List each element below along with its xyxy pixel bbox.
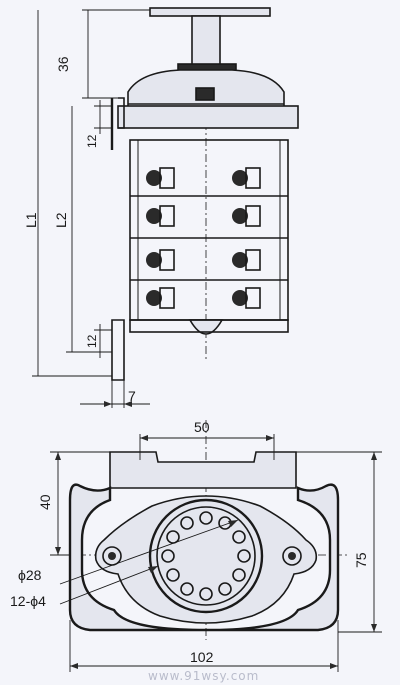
dim-L2-label: L2: [53, 212, 69, 228]
dim-holes-spec-label: 12-ϕ4: [10, 593, 46, 609]
leader-lines: [59, 519, 239, 605]
dim-overall-width: 102: [69, 620, 339, 672]
dim-75-label: 75: [353, 552, 369, 568]
dim-102-label: 102: [190, 649, 214, 665]
hole: [199, 511, 213, 525]
watermark-text: www.91wsy.com: [148, 669, 259, 683]
hole: [180, 516, 194, 530]
dim-base-height: 40: [37, 451, 110, 556]
handle-bar: [149, 7, 271, 17]
hole: [232, 568, 246, 582]
bracket-top: [118, 97, 125, 129]
inner-ring: [156, 506, 256, 606]
hole: [180, 582, 194, 596]
dim-circle-diameter-label: ϕ28: [18, 567, 42, 583]
hole: [199, 587, 213, 601]
bottom-plate: [129, 319, 289, 333]
mounting-screw-right: [282, 546, 302, 566]
dim-L1: L1: [23, 10, 112, 377]
bottom-view: ϕ28 12-ϕ4 50 40 75: [10, 419, 382, 683]
dim-bracket-thickness: 7: [80, 380, 150, 408]
handle-shaft: [191, 15, 221, 67]
hole: [237, 549, 251, 563]
dim-overall-height: 75: [296, 451, 382, 633]
cover-nut: [195, 87, 215, 101]
dim-12-bottom-label: 12: [85, 334, 99, 348]
dim-40-label: 40: [37, 494, 53, 510]
top-flange: [117, 105, 299, 129]
contacts-right: [232, 167, 261, 309]
dim-top-height: 36: [55, 9, 150, 99]
hole: [218, 582, 232, 596]
handle: [149, 7, 271, 73]
dim-gap-bottom: 12: [85, 324, 112, 358]
dim-50-label: 50: [194, 419, 210, 435]
hole: [166, 568, 180, 582]
dim-12-top-label: 12: [85, 134, 99, 148]
mounting-plate: [94, 495, 318, 624]
dim-36-label: 36: [55, 56, 71, 72]
dim-gap-top: 12: [85, 100, 112, 148]
top-bracket-lug: [109, 451, 297, 489]
dim-bracket-width: 50: [139, 419, 275, 460]
dim-L2: L2: [53, 106, 112, 353]
central-ring: [148, 498, 264, 614]
side-view: 36 L1 L2 12 12: [23, 7, 299, 408]
contacts-left: [146, 167, 175, 309]
bracket-bottom: [111, 319, 125, 381]
dim-7-label: 7: [128, 388, 136, 404]
dim-L1-label: L1: [23, 212, 39, 228]
body-outline: [68, 483, 340, 632]
hole: [161, 549, 175, 563]
hole: [232, 530, 246, 544]
